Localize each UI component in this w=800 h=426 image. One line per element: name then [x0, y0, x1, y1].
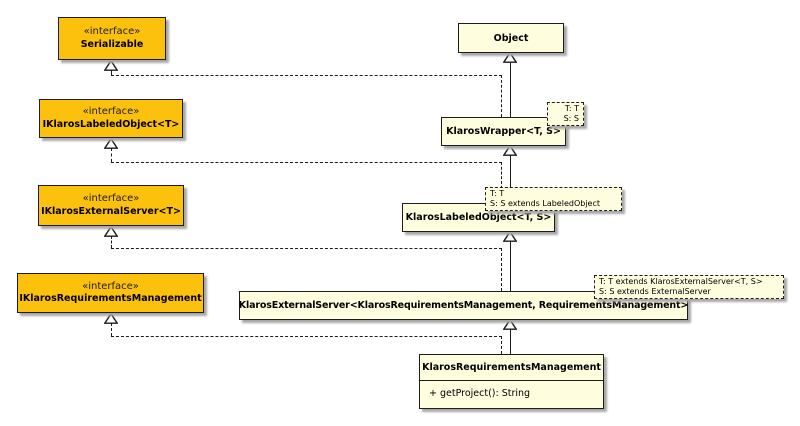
template-params-klaroslabeledobject: T: T S: S extends LabeledObject	[485, 187, 622, 211]
node-klaroswrapper: KlarosWrapper<T, S>	[441, 117, 566, 146]
edge-klarosrequirementsmanagement-iklarosrequirementsmanagement	[501, 336, 502, 354]
edge-klaroswrapper-serializable	[501, 75, 502, 117]
stereotype-label: «interface»	[82, 193, 140, 205]
node-iklarosrequirementsmanagement: «interface» IKlarosRequirementsManagemen…	[17, 273, 204, 313]
edge-klarosrequirementsmanagement-iklarosrequirementsmanagement	[111, 336, 502, 337]
template-param: S: S	[563, 114, 579, 123]
edge-klarosrequirementsmanagement-iklarosrequirementsmanagement	[111, 323, 112, 336]
generalization-triangle-icon	[104, 60, 118, 71]
edge-klaroslabeledobject-klaroswrapper	[510, 155, 511, 203]
generalization-triangle-icon	[104, 226, 118, 237]
class-name: KlarosExternalServer<KlarosRequirementsM…	[238, 300, 689, 311]
generalization-triangle-icon	[503, 52, 517, 63]
class-name: Serializable	[80, 38, 144, 50]
generalization-triangle-icon	[104, 313, 118, 324]
class-name: Object	[493, 32, 529, 44]
class-name: KlarosRequirementsManagement	[422, 362, 601, 373]
edge-klaroslabeledobject-iklaroslabeledobject	[501, 162, 502, 203]
generalization-triangle-icon	[503, 231, 517, 242]
node-klarosrequirementsmanagement: KlarosRequirementsManagement + getProjec…	[419, 354, 604, 409]
class-name: IKlarosExternalServer<T>	[41, 205, 181, 217]
generalization-triangle-icon	[503, 145, 517, 156]
edge-klaroslabeledobject-iklaroslabeledobject	[111, 148, 112, 162]
node-iklarosexternalserver: «interface» IKlarosExternalServer<T>	[38, 185, 184, 226]
stereotype-label: «interface»	[83, 26, 141, 38]
template-params-klaroswrapper: T: T S: S	[547, 102, 584, 126]
method-getproject: + getProject(): String	[429, 388, 531, 399]
node-iklaroslabeledobject: «interface» IKlarosLabeledObject<T>	[39, 99, 183, 138]
class-name: IKlarosRequirementsManagement	[19, 293, 202, 305]
stereotype-label: «interface»	[82, 280, 139, 292]
edge-klarosexternalserver-iklarosexternalserver	[501, 248, 502, 291]
template-param: S: S extends LabeledObject	[490, 199, 601, 208]
class-name: IKlarosLabeledObject<T>	[42, 118, 180, 130]
edge-klaroswrapper-serializable	[111, 70, 112, 76]
class-name: KlarosWrapper<T, S>	[446, 126, 561, 137]
edge-klarosexternalserver-klaroslabeledobject	[510, 241, 511, 291]
template-param: T: T extends KlarosExternalServer<T, S>	[599, 277, 763, 286]
stereotype-label: «interface»	[82, 106, 140, 118]
edge-klarosexternalserver-iklarosexternalserver	[111, 248, 502, 249]
edge-klarosexternalserver-iklarosexternalserver	[111, 236, 112, 248]
template-param: T: T	[490, 189, 505, 198]
template-params-klarosexternalserver: T: T extends KlarosExternalServer<T, S> …	[594, 275, 784, 299]
edge-klaroswrapper-serializable	[111, 75, 502, 76]
template-param: T: T	[564, 104, 579, 113]
node-serializable: «interface» Serializable	[58, 17, 166, 60]
class-name-compartment: KlarosRequirementsManagement	[420, 355, 603, 381]
edge-klaroslabeledobject-iklaroslabeledobject	[111, 162, 502, 163]
template-param: S: S extends ExternalServer	[599, 287, 711, 296]
class-name: KlarosLabeledObject<T, S>	[405, 212, 552, 223]
edge-klaroswrapper-object	[510, 62, 511, 117]
edge-klarosrequirementsmanagement-klarosexternalserver	[510, 329, 511, 354]
generalization-triangle-icon	[503, 319, 517, 330]
node-object: Object	[458, 23, 564, 53]
generalization-triangle-icon	[104, 138, 118, 149]
